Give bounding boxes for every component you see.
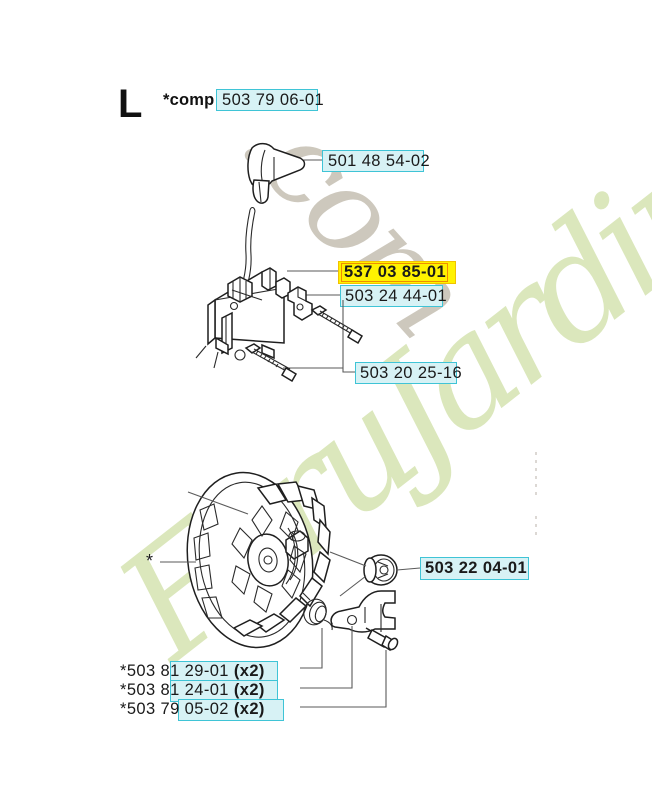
coil-bracket-part bbox=[287, 286, 313, 321]
highlight-box-pawl-rivet bbox=[178, 699, 284, 721]
highlight-box-spark-plug-boot bbox=[322, 150, 424, 172]
pawl-rivet-part bbox=[365, 627, 399, 652]
label-coil-bracket[interactable]: 503 24 44-01 bbox=[345, 287, 448, 305]
pawl-lever-part bbox=[330, 590, 396, 633]
section-letter: L bbox=[118, 82, 143, 126]
label-pawl-prefix: * bbox=[120, 681, 127, 699]
label-pawl-spring-number: 503 81 29-01 bbox=[126, 662, 229, 680]
label-pawl-rivet[interactable]: *503 79 05-02 (x2) bbox=[120, 701, 265, 718]
label-pawl-spring-qty: (x2) bbox=[233, 662, 265, 680]
flywheel-nut-part bbox=[363, 554, 398, 586]
highlight-box-coil-bracket bbox=[340, 285, 443, 307]
label-pawl-spring[interactable]: *503 81 29-01 (x2) bbox=[120, 663, 265, 680]
label-spark-plug-boot[interactable]: 501 48 54-02 bbox=[328, 152, 431, 170]
pawl-spring-part bbox=[302, 592, 333, 631]
coil-screw-upper bbox=[310, 305, 364, 345]
spark-plug-boot-part bbox=[247, 142, 306, 204]
label-pawl-qty: (x2) bbox=[233, 681, 265, 699]
ignition-coil-module bbox=[195, 267, 291, 369]
highlight-box-ignition-coil-inner bbox=[341, 263, 448, 282]
label-comp-header[interactable]: 503 79 06-01 bbox=[222, 91, 325, 109]
label-pawl-spring-prefix: * bbox=[120, 662, 127, 680]
coil-screw-lower bbox=[244, 343, 298, 383]
label-pawl-rivet-prefix: * bbox=[120, 700, 127, 718]
label-pawl-rivet-qty: (x2) bbox=[233, 700, 265, 718]
label-pawl[interactable]: *503 81 24-01 (x2) bbox=[120, 682, 265, 699]
highlight-box-comp-header bbox=[216, 89, 318, 111]
label-pawl-number: 503 81 24-01 bbox=[126, 681, 229, 699]
label-coil-screw[interactable]: 503 20 25-16 bbox=[360, 364, 463, 382]
flywheel-assembly bbox=[186, 471, 331, 649]
highlight-box-coil-screw bbox=[355, 362, 457, 384]
highlight-box-ignition-coil bbox=[338, 261, 456, 284]
label-pawl-rivet-number: 503 79 05-02 bbox=[126, 700, 229, 718]
highlight-box-flywheel-nut bbox=[420, 557, 529, 580]
flywheel-asterisk-marker: * bbox=[146, 551, 154, 571]
label-flywheel-nut[interactable]: 503 22 04-01 bbox=[425, 559, 528, 577]
comp-prefix-text: *comp bbox=[163, 91, 215, 109]
label-ignition-coil[interactable]: 537 03 85-01 bbox=[344, 263, 447, 281]
